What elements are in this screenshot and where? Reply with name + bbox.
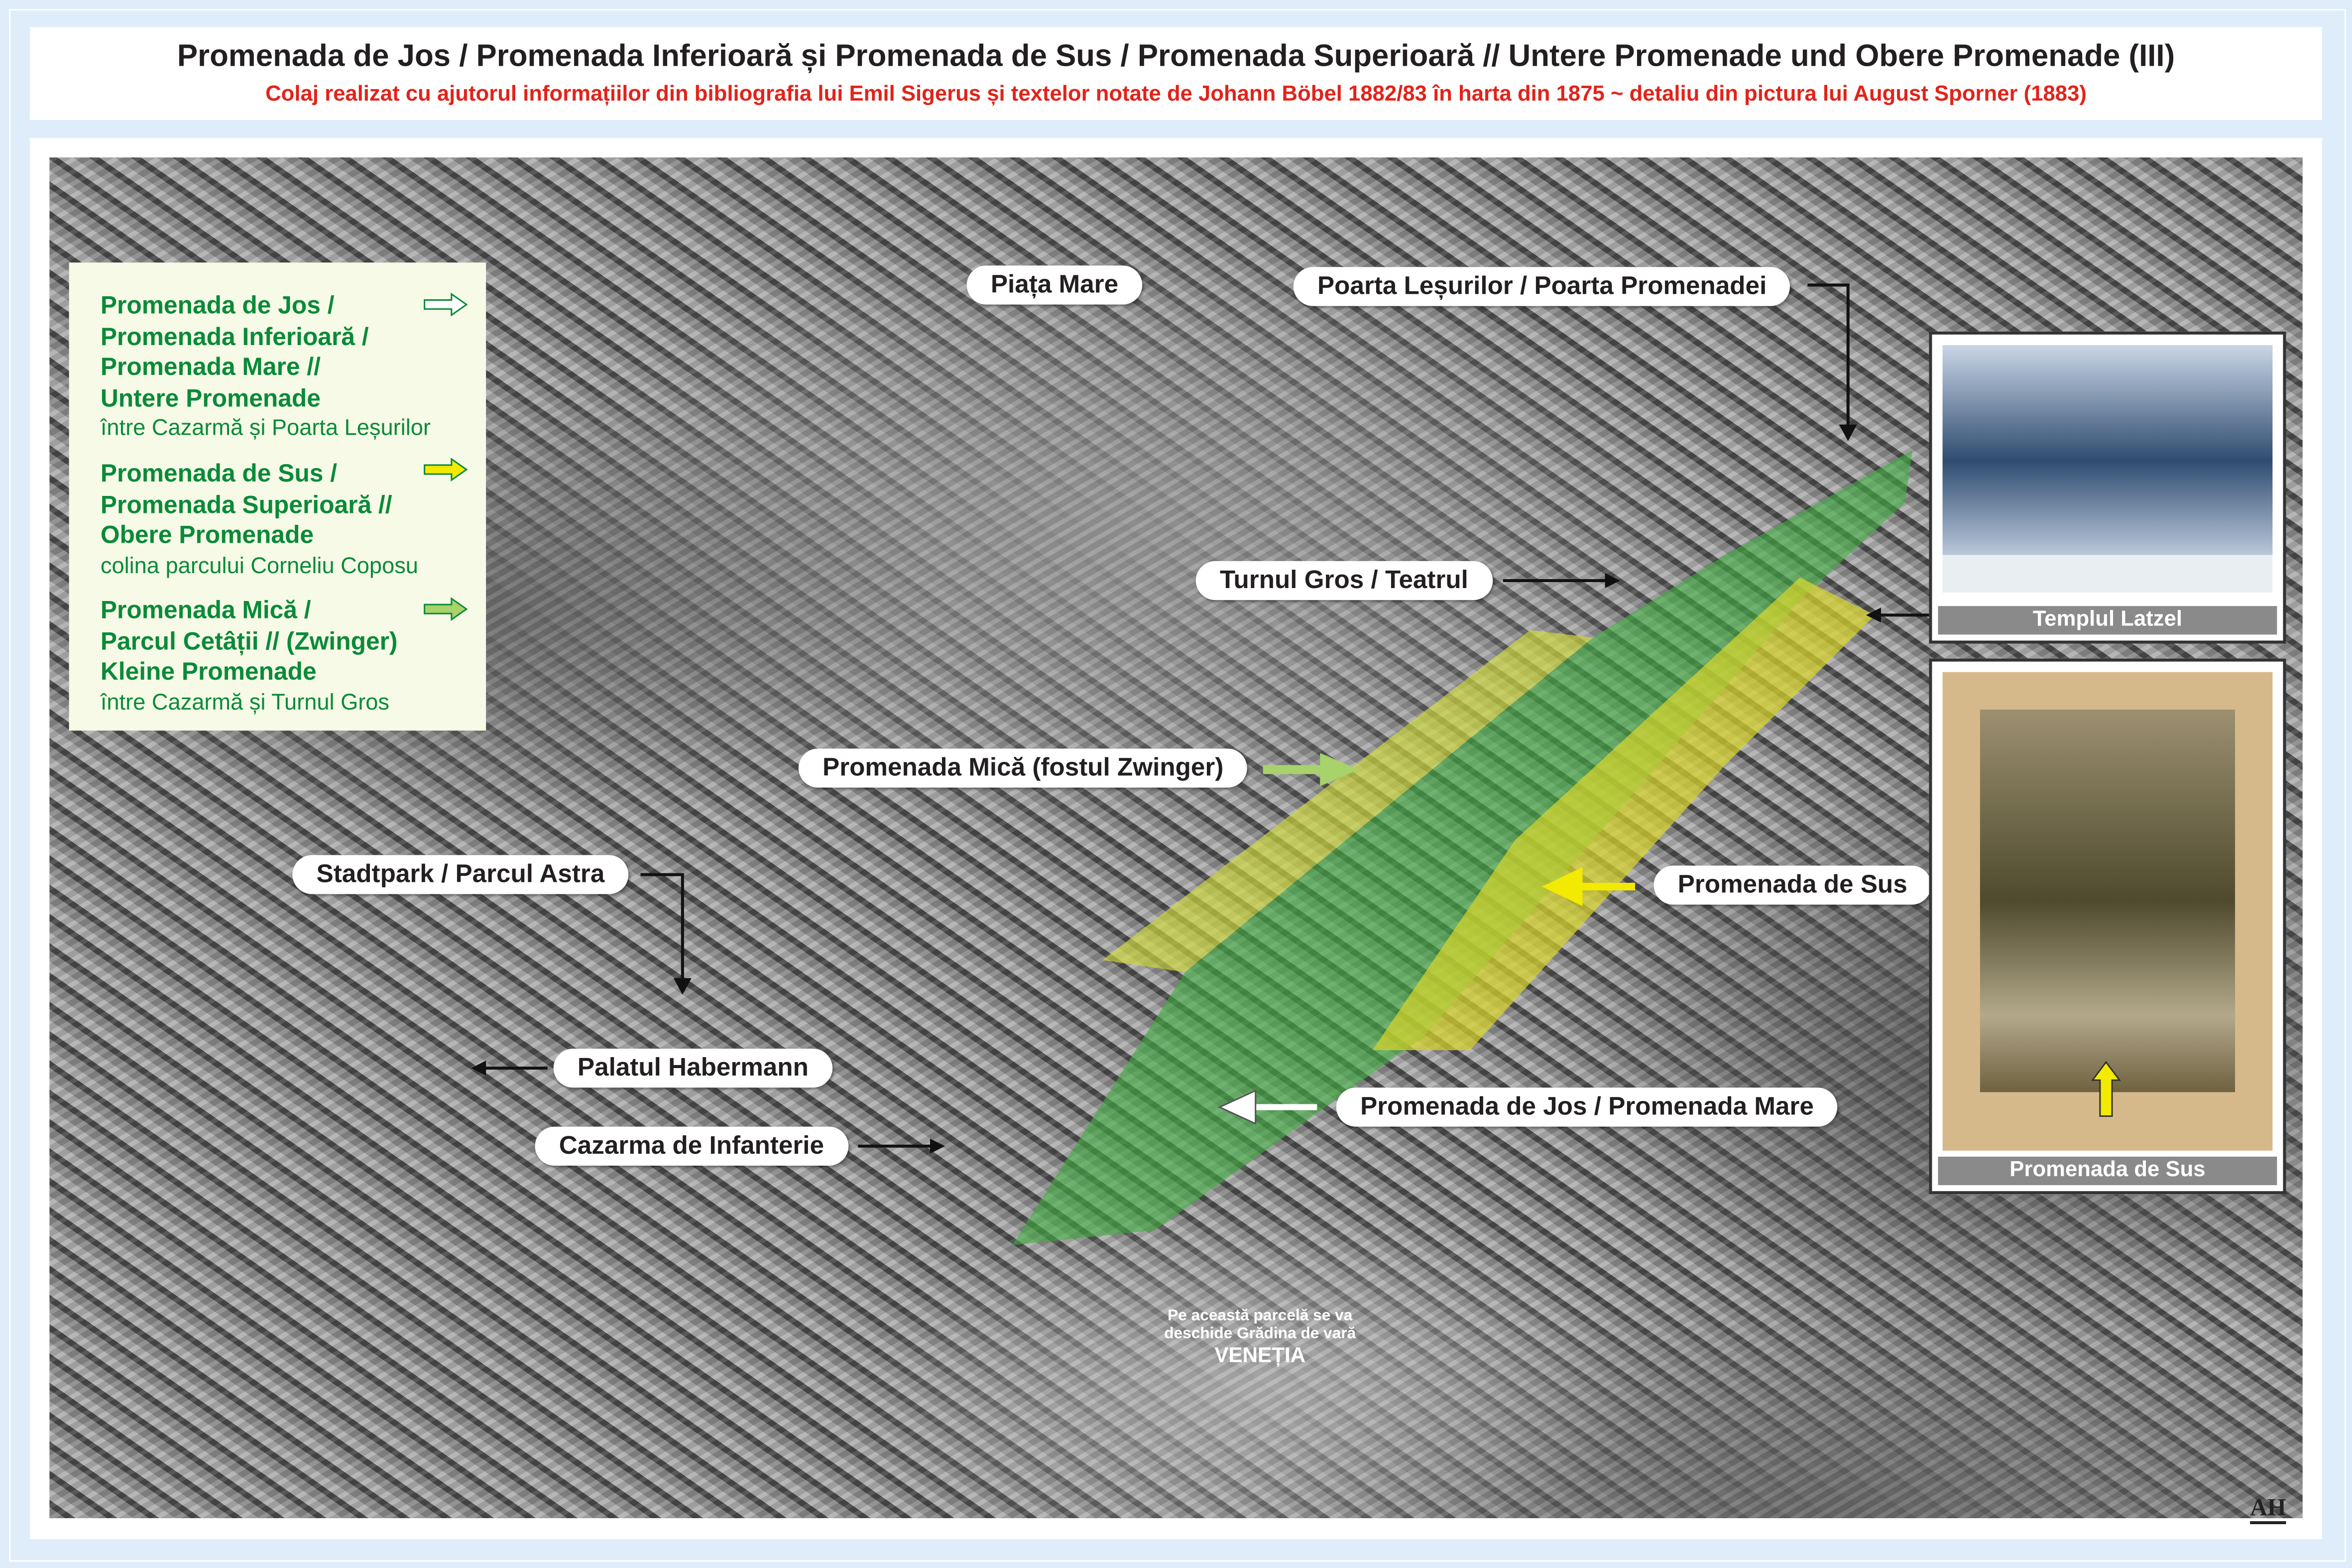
note-text: deschide Grădina de vară: [1164, 1325, 1356, 1343]
label-palatul-habermann: Palatul Habermann: [553, 1048, 833, 1088]
legend-text: Promenada de Sus /: [100, 460, 338, 488]
legend-text: Kleine Promenade: [100, 658, 317, 686]
label-promenada-de-jos: Promenada de Jos / Promenada Mare: [1336, 1087, 1838, 1127]
legend-text: Obere Promenade: [100, 522, 314, 549]
venetia-note: Pe această parcelă se va deschide Grădin…: [1155, 1307, 1365, 1368]
zone-promenada-mica: [1102, 630, 1593, 972]
legend-subtext: între Cazarmă și Turnul Gros: [100, 689, 390, 715]
legend-item-mica: Promenada Mică / Parcul Cetâții // (Zwin…: [101, 596, 398, 719]
legend-item-sus: Promenada de Sus / Promenada Superioară …: [101, 459, 418, 582]
legend-text: Promenada de Jos /: [100, 292, 335, 320]
photo-templul-latzel: Templul Latzel: [1929, 331, 2286, 644]
legend-text: Promenada Superioară //: [100, 491, 392, 518]
white-arrow-icon: [424, 292, 468, 317]
note-title: VENEȚIA: [1214, 1342, 1306, 1367]
leader-line-stadtpark: [640, 873, 684, 983]
legend-text: Promenada Mică /: [100, 597, 311, 624]
legend-subtext: colina parcului Corneliu Coposu: [100, 553, 418, 579]
photo-caption: Promenada de Sus: [1938, 1156, 2277, 1186]
label-stadtpark: Stadtpark / Parcul Astra: [292, 855, 629, 894]
light-green-arrow-icon: [424, 597, 468, 621]
label-promenada-mica: Promenada Mică (fostul Zwinger): [798, 748, 1248, 788]
legend-subtext: între Cazarmă și Poarta Leșurilor: [100, 415, 431, 441]
vintage-photo: [1980, 710, 2235, 1092]
title-box: Promenada de Jos / Promenada Inferioară …: [30, 27, 2322, 121]
photo-promenada-de-sus: Promenada de Sus: [1929, 658, 2286, 1195]
legend-text: Promenada Mare //: [100, 354, 321, 381]
label-poarta-lesurilor: Poarta Leșurilor / Poarta Promenadei: [1293, 267, 1791, 306]
legend-text: Parcul Cetâții // (Zwinger): [100, 627, 398, 655]
page-subtitle: Colaj realizat cu ajutorul informațiilor…: [265, 82, 2087, 107]
yellow-up-arrow-icon: [2091, 1061, 2121, 1117]
label-piata-mare: Piața Mare: [966, 265, 1143, 305]
arrow-mica: [1263, 753, 1359, 786]
page-title: Promenada de Jos / Promenada Inferioară …: [177, 39, 2175, 74]
label-promenada-de-sus: Promenada de Sus: [1653, 865, 1932, 905]
postcard-image: [1942, 345, 2273, 555]
leader-line-poarta: [1807, 283, 1850, 428]
legend-item-jos: Promenada de Jos / Promenada Inferioară …: [101, 291, 431, 445]
arrow-sus: [1542, 867, 1635, 906]
zone-promenada-sus: [1372, 577, 1875, 1050]
photo-caption: Templul Latzel: [1938, 606, 2277, 635]
note-text: Pe această parcelă se va: [1168, 1307, 1353, 1325]
arrow-jos: [1217, 1089, 1317, 1125]
author-logo: AH: [2250, 1496, 2286, 1525]
zone-promenada-jos: [1012, 450, 1913, 1245]
legend-text: Untere Promenade: [100, 384, 321, 412]
postcard-margin: [1942, 555, 2273, 593]
legend-box: Promenada de Jos / Promenada Inferioară …: [69, 262, 486, 731]
legend-text: Promenada Inferioară /: [100, 323, 369, 351]
label-turnul-gros: Turnul Gros / Teatrul: [1195, 561, 1493, 601]
label-cazarma: Cazarma de Infanterie: [535, 1126, 848, 1166]
yellow-arrow-icon: [424, 458, 468, 482]
